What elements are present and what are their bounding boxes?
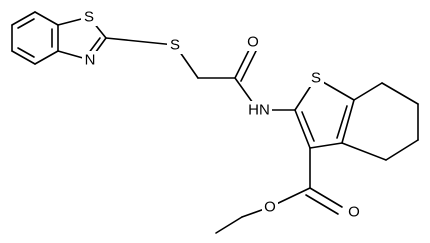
bond <box>34 50 59 65</box>
nh-group-amide: HN <box>248 102 270 119</box>
carbonyl-bond <box>305 194 339 215</box>
bond <box>215 216 243 234</box>
benzene-ring <box>11 11 59 65</box>
cyclohexene-ring <box>341 82 419 161</box>
thiophene-ring <box>294 77 355 149</box>
double-bond-inner <box>301 111 315 142</box>
carbonyl-bond <box>309 187 343 208</box>
sulfur-atom-benzothiazole: S <box>84 9 94 26</box>
sulfur-atom-thiophene: S <box>311 70 321 87</box>
linker-chain <box>105 37 296 111</box>
bond <box>11 50 36 65</box>
ethyl-ester <box>215 147 343 234</box>
bond <box>381 82 419 105</box>
bond <box>105 37 176 46</box>
bond <box>341 142 387 161</box>
double-bond-inner <box>17 18 35 29</box>
double-bond-inner <box>17 47 35 58</box>
bond <box>34 11 59 26</box>
carbonyl-bond <box>234 47 251 79</box>
bond <box>341 99 355 144</box>
sulfur-atom-thioether: S <box>170 37 180 54</box>
oxygen-atom-ester-ether: O <box>264 199 276 216</box>
double-bond-inner <box>336 105 348 139</box>
bond <box>385 139 419 161</box>
bond <box>11 11 36 26</box>
oxygen-atom-amide: O <box>247 34 259 51</box>
bond <box>353 82 383 101</box>
bond <box>294 109 311 149</box>
carbonyl-bond <box>240 50 257 82</box>
atom-labels: S N S O HN S O O <box>81 8 362 221</box>
nitrogen-atom-benzothiazole: N <box>85 52 96 69</box>
bond <box>309 142 343 149</box>
oxygen-atom-ester-carbonyl: O <box>348 204 360 221</box>
